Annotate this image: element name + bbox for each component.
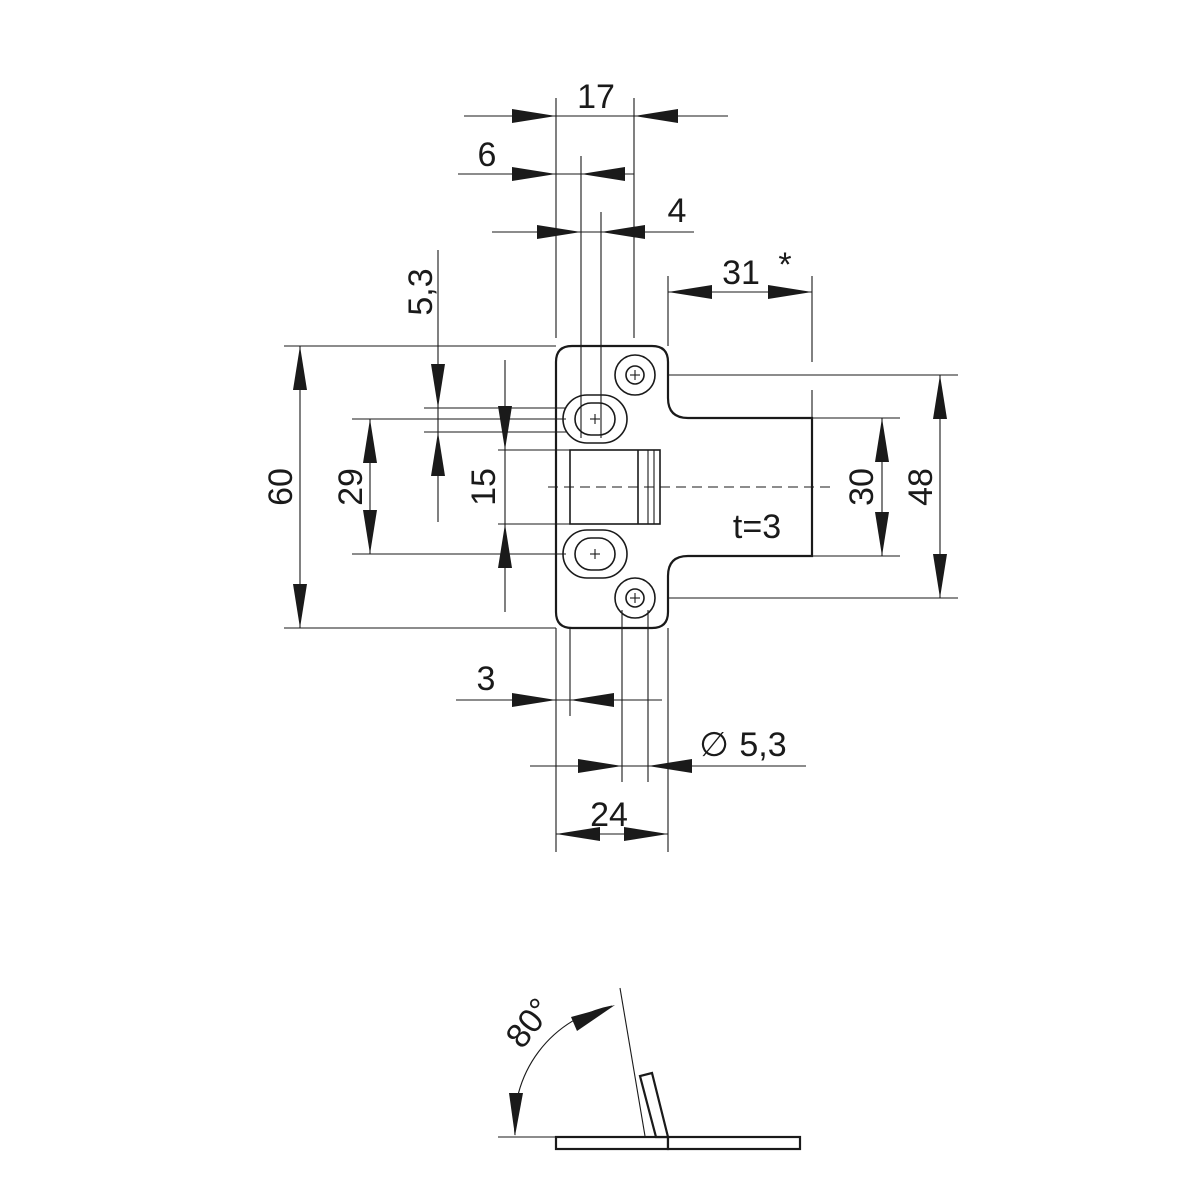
dim-29: 29 xyxy=(332,468,370,506)
angle-label: 80° xyxy=(499,991,561,1055)
dim-6: 6 xyxy=(478,136,497,174)
dim-31: 31 xyxy=(722,254,760,292)
dim-3: 3 xyxy=(477,660,496,698)
bent-tongue xyxy=(638,1071,670,1139)
dimension-lines xyxy=(293,109,947,841)
angle-arrow-bottom xyxy=(509,1093,523,1136)
angle-reference-line xyxy=(619,987,646,1137)
side-plate-right xyxy=(666,1135,802,1151)
dim-48: 48 xyxy=(902,468,940,506)
thickness-label: t=3 xyxy=(733,508,781,546)
dim-hole-diameter: 5,3 xyxy=(739,726,786,764)
dim-15: 15 xyxy=(465,468,503,506)
dim-30: 30 xyxy=(843,468,881,506)
angle-arrow-top xyxy=(571,1005,615,1031)
striker-plate-side-view: 80° xyxy=(498,987,802,1151)
striker-plate-front-view xyxy=(548,344,830,630)
dim-5-3-vertical: 5,3 xyxy=(402,268,440,315)
diameter-symbol: ∅ xyxy=(699,726,729,764)
extension-lines xyxy=(284,98,958,852)
round-hole-top xyxy=(614,354,656,396)
dim-4: 4 xyxy=(668,192,687,230)
dim-24: 24 xyxy=(590,796,628,834)
dim-60: 60 xyxy=(262,468,300,506)
dimension-labels: 17 6 4 31 * 5,3 60 29 15 30 48 t=3 3 ∅ 5… xyxy=(262,78,940,834)
dim-17: 17 xyxy=(577,78,615,116)
dim-31-note: * xyxy=(778,246,791,284)
round-hole-bottom xyxy=(614,577,656,619)
side-plate-left xyxy=(554,1135,670,1151)
